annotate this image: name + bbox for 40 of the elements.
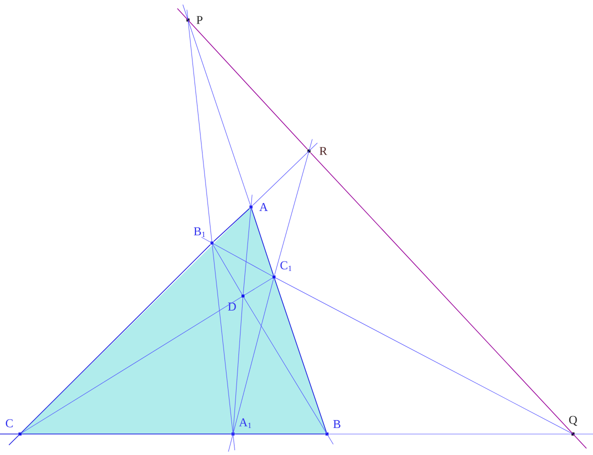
node-label: A$_{1}$ [239,418,252,428]
node-label: B [333,420,340,428]
point: C [6,419,22,436]
point: P [186,16,202,24]
line [244,297,334,444]
point: Q [569,416,578,436]
point: B [326,420,340,436]
line [274,138,313,276]
line [212,244,236,450]
point: A$_{1}$ [232,418,252,436]
point: B$_{1}$ [194,227,214,244]
line [182,4,251,206]
line [228,278,274,452]
node-label: R [320,147,328,155]
line [8,244,211,446]
line [201,236,273,276]
node-label: D [228,302,236,311]
point: A [250,203,268,211]
line [21,296,242,434]
node-label: C$_{1}$ [280,261,292,272]
node-label: B$_{1}$ [194,227,206,238]
node-label: C [6,419,13,428]
point: R [308,147,328,155]
line [213,208,250,242]
node-label: Q [569,416,578,426]
line [310,152,587,449]
line [244,278,273,296]
line [242,194,252,295]
line [186,10,212,242]
line [275,278,572,434]
line [251,208,274,276]
line [232,297,244,433]
line [274,278,327,433]
node-label: P [196,16,202,24]
line [176,8,308,150]
point: D [228,294,244,311]
point: C$_{1}$ [272,261,292,278]
node-label: A [259,203,268,211]
line [252,142,318,206]
line [212,244,242,295]
